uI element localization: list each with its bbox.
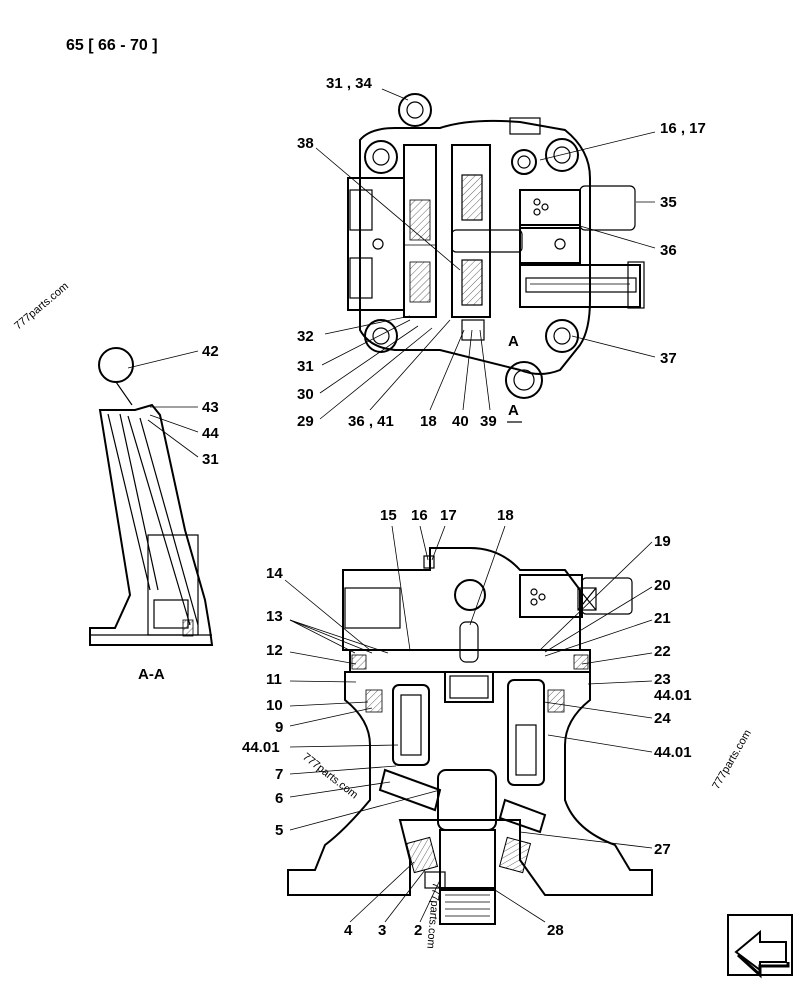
callout-6: 6 bbox=[275, 790, 283, 807]
callout-42: 42 bbox=[202, 343, 219, 360]
section-a-a-view: 42 43 44 31 A-A bbox=[89, 343, 219, 683]
callout-13: 13 bbox=[266, 608, 283, 625]
watermark-3: 777parts.com bbox=[710, 728, 754, 792]
callout-5: 5 bbox=[275, 822, 283, 839]
callout-18: 18 bbox=[420, 413, 437, 430]
callout-9: 9 bbox=[275, 719, 283, 736]
top-view-valve-body: A A bbox=[347, 93, 645, 423]
callout-20: 20 bbox=[654, 577, 671, 594]
callout-15: 15 bbox=[380, 507, 397, 524]
callout-31-34: 31 , 34 bbox=[326, 75, 373, 92]
callout-44: 44 bbox=[202, 425, 219, 442]
section-marker-bottom: A bbox=[508, 402, 519, 419]
callout-28: 28 bbox=[547, 922, 564, 939]
callout-18-b: 18 bbox=[497, 507, 514, 524]
callout-17: 17 bbox=[440, 507, 457, 524]
callout-23: 23 bbox=[654, 671, 671, 688]
bottom-cross-section-motor bbox=[287, 547, 653, 925]
callout-12: 12 bbox=[266, 642, 283, 659]
callout-44-01-a: 44.01 bbox=[654, 687, 692, 704]
back-arrow-icon[interactable] bbox=[727, 914, 793, 979]
callout-11: 11 bbox=[266, 671, 282, 688]
callout-24: 24 bbox=[654, 710, 671, 727]
callout-44-01-b: 44.01 bbox=[242, 739, 280, 756]
callout-43: 43 bbox=[202, 399, 219, 416]
callout-21: 21 bbox=[654, 610, 671, 627]
callout-40: 40 bbox=[452, 413, 469, 430]
callout-16-17: 16 , 17 bbox=[660, 120, 706, 137]
watermark-4: 777parts.com bbox=[424, 882, 442, 949]
callout-7: 7 bbox=[275, 766, 283, 783]
callout-14: 14 bbox=[266, 565, 283, 582]
callout-35: 35 bbox=[660, 194, 677, 211]
callout-10: 10 bbox=[266, 697, 283, 714]
section-marker-top: A bbox=[508, 333, 519, 350]
callout-36-41: 36 , 41 bbox=[348, 413, 394, 430]
callouts-top-view: 31 , 34 16 , 17 38 35 36 32 31 37 30 29 … bbox=[297, 75, 706, 430]
callout-31-section: 31 bbox=[202, 451, 219, 468]
callout-32: 32 bbox=[297, 328, 314, 345]
page-reference: 65 [ 66 - 70 ] bbox=[66, 37, 158, 54]
callouts-bottom-view: 15 16 17 18 19 14 20 13 21 12 22 11 23 4… bbox=[242, 507, 692, 939]
callout-22: 22 bbox=[654, 643, 671, 660]
callout-4: 4 bbox=[344, 922, 353, 939]
callout-38: 38 bbox=[297, 135, 314, 152]
callout-2: 2 bbox=[414, 922, 422, 939]
callout-3: 3 bbox=[378, 922, 386, 939]
watermark-1: 777parts.com bbox=[12, 280, 71, 332]
callout-37: 37 bbox=[660, 350, 677, 367]
section-label: A-A bbox=[138, 666, 165, 683]
callout-44-01-c: 44.01 bbox=[654, 744, 692, 761]
callout-27: 27 bbox=[654, 841, 671, 858]
callout-16: 16 bbox=[411, 507, 428, 524]
callout-30: 30 bbox=[297, 386, 314, 403]
callout-39: 39 bbox=[480, 413, 497, 430]
bolt-31-34 bbox=[398, 93, 432, 127]
callout-19: 19 bbox=[654, 533, 671, 550]
callout-29: 29 bbox=[297, 413, 314, 430]
leader-lines-top bbox=[315, 88, 656, 420]
leader-lines-bottom bbox=[284, 525, 653, 923]
callout-36: 36 bbox=[660, 242, 677, 259]
callout-31: 31 bbox=[297, 358, 314, 375]
